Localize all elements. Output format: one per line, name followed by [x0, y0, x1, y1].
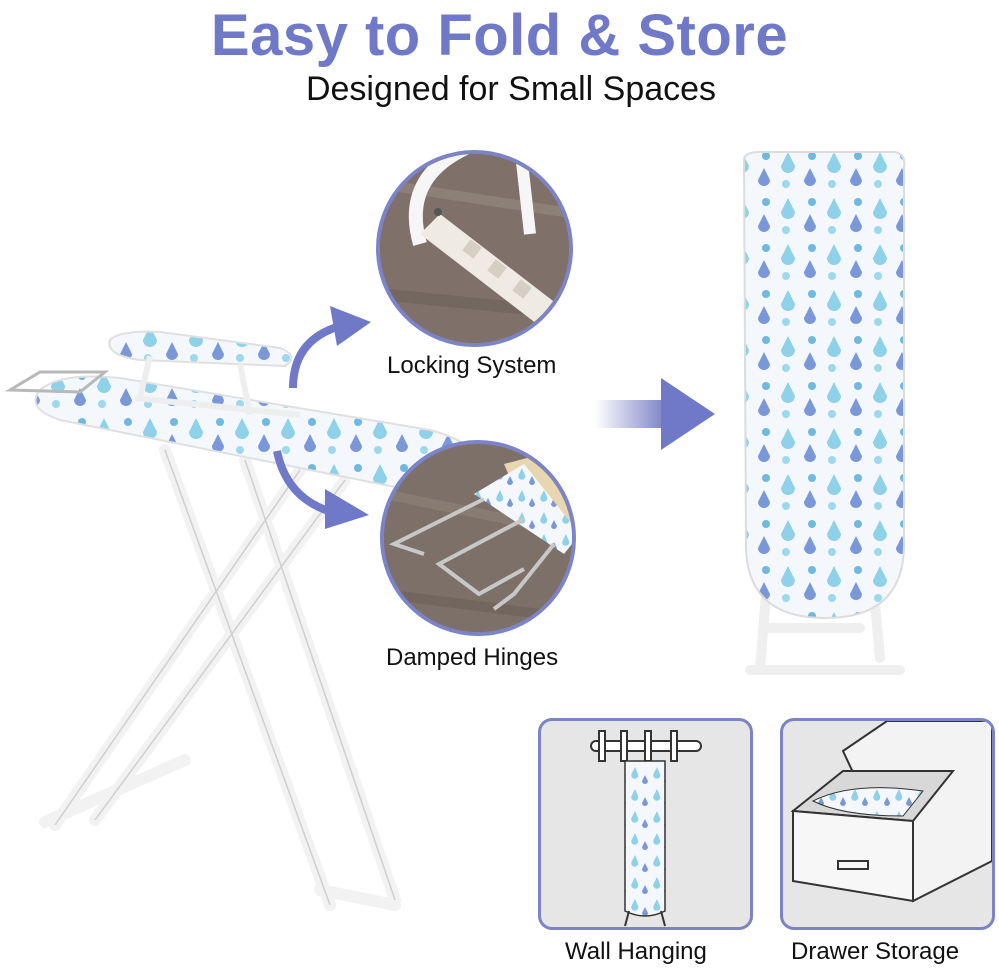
damped-hinges-photo [380, 440, 576, 636]
arrow-to-hinges-icon [273, 450, 369, 529]
wall-hanging-label: Wall Hanging [565, 938, 707, 965]
wall-hanging-panel [538, 718, 753, 930]
drawer-storage-panel [780, 718, 995, 930]
page-title: Easy to Fold & Store [210, 3, 789, 68]
locking-system-photo [376, 150, 573, 347]
arrow-to-locking-icon [289, 306, 371, 389]
drawer-storage-label: Drawer Storage [791, 938, 960, 965]
folded-ironing-board-illustration [742, 151, 906, 675]
open-ironing-board-illustration [4, 330, 475, 911]
page-subtitle: Designed for Small Spaces [305, 70, 717, 108]
right-arrow-icon [595, 378, 715, 450]
locking-system-label: Locking System [387, 352, 557, 379]
damped-hinges-label: Damped Hinges [386, 644, 559, 671]
